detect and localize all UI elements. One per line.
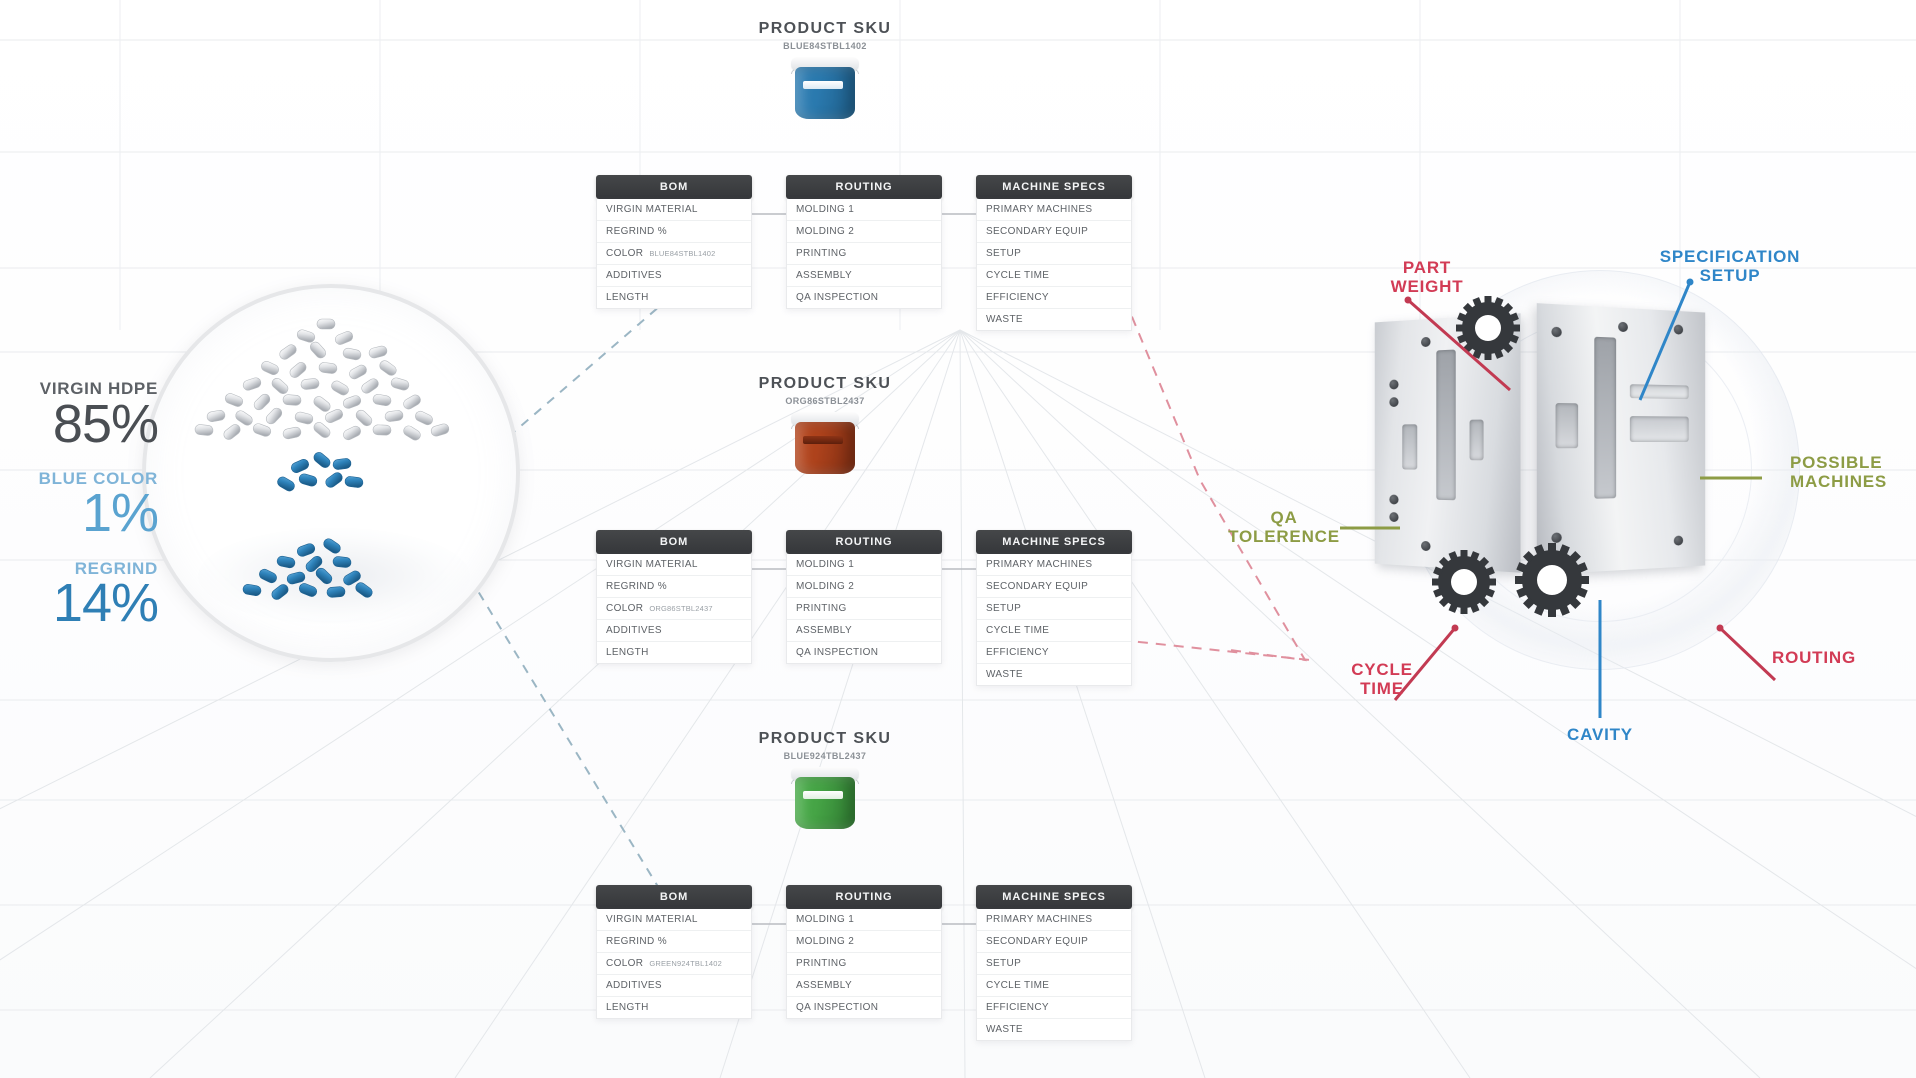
table-row[interactable]: LENGTH [606,292,649,303]
table-header: BOM [596,175,752,199]
sku-header-1: PRODUCT SKU BLUE84STBL1402 [695,20,955,119]
leader-specification-setup [1638,281,1692,401]
table-row[interactable]: SETUP [977,243,1131,265]
annotation-qa-tolerence: QA TOLERENCE [1228,508,1340,547]
annotation-cavity: CAVITY [1567,725,1633,744]
table-row[interactable]: PRIMARY MACHINES [977,199,1131,221]
table-row[interactable]: ADDITIVES [597,265,751,287]
annotation-specification-setup: SPECIFICATION SETUP [1659,247,1801,286]
sku-title: PRODUCT SKU [758,20,892,37]
bucket-label-band [803,81,843,89]
annotation-cycle-time: CYCLE TIME [1351,660,1413,699]
table-row[interactable]: WASTE [986,314,1023,325]
table-header: ROUTING [786,175,942,199]
table-row[interactable]: MOLDING 2 [787,221,941,243]
annotation-possible-machines: POSSIBLE MACHINES [1790,453,1888,492]
leader-routing [1718,626,1777,682]
annotation-part-weight: PART WEIGHT [1390,258,1464,297]
product-bucket-blue [791,57,859,119]
table-rows: MOLDING 1 MOLDING 2 PRINTING ASSEMBLY QA… [786,199,942,309]
table-row[interactable]: EFFICIENCY [977,287,1131,309]
table-row[interactable]: ASSEMBLY [787,265,941,287]
annotation-routing: ROUTING [1772,648,1856,667]
table-rows: PRIMARY MACHINES SECONDARY EQUIP SETUP C… [976,199,1132,331]
table-header: MACHINE SPECS [976,175,1132,199]
table-row[interactable]: REGRIND % [597,221,751,243]
sku-code: BLUE84STBL1402 [783,41,867,51]
table-row[interactable]: SECONDARY EQUIP [977,221,1131,243]
table-routing-1[interactable]: ROUTING MOLDING 1 MOLDING 2 PRINTING ASS… [786,175,942,331]
table-row[interactable]: QA INSPECTION [796,292,879,303]
table-row[interactable]: PRINTING [787,243,941,265]
table-row[interactable]: VIRGIN MATERIAL [597,199,751,221]
table-row[interactable]: MOLDING 1 [787,199,941,221]
sku-group-1: PRODUCT SKU BLUE84STBL1402 [570,20,1132,331]
table-machine-specs-1[interactable]: MACHINE SPECS PRIMARY MACHINES SECONDARY… [976,175,1132,331]
bucket-body [795,67,855,119]
leader-part-weight [1407,298,1511,392]
table-row[interactable]: CYCLE TIME [977,265,1131,287]
